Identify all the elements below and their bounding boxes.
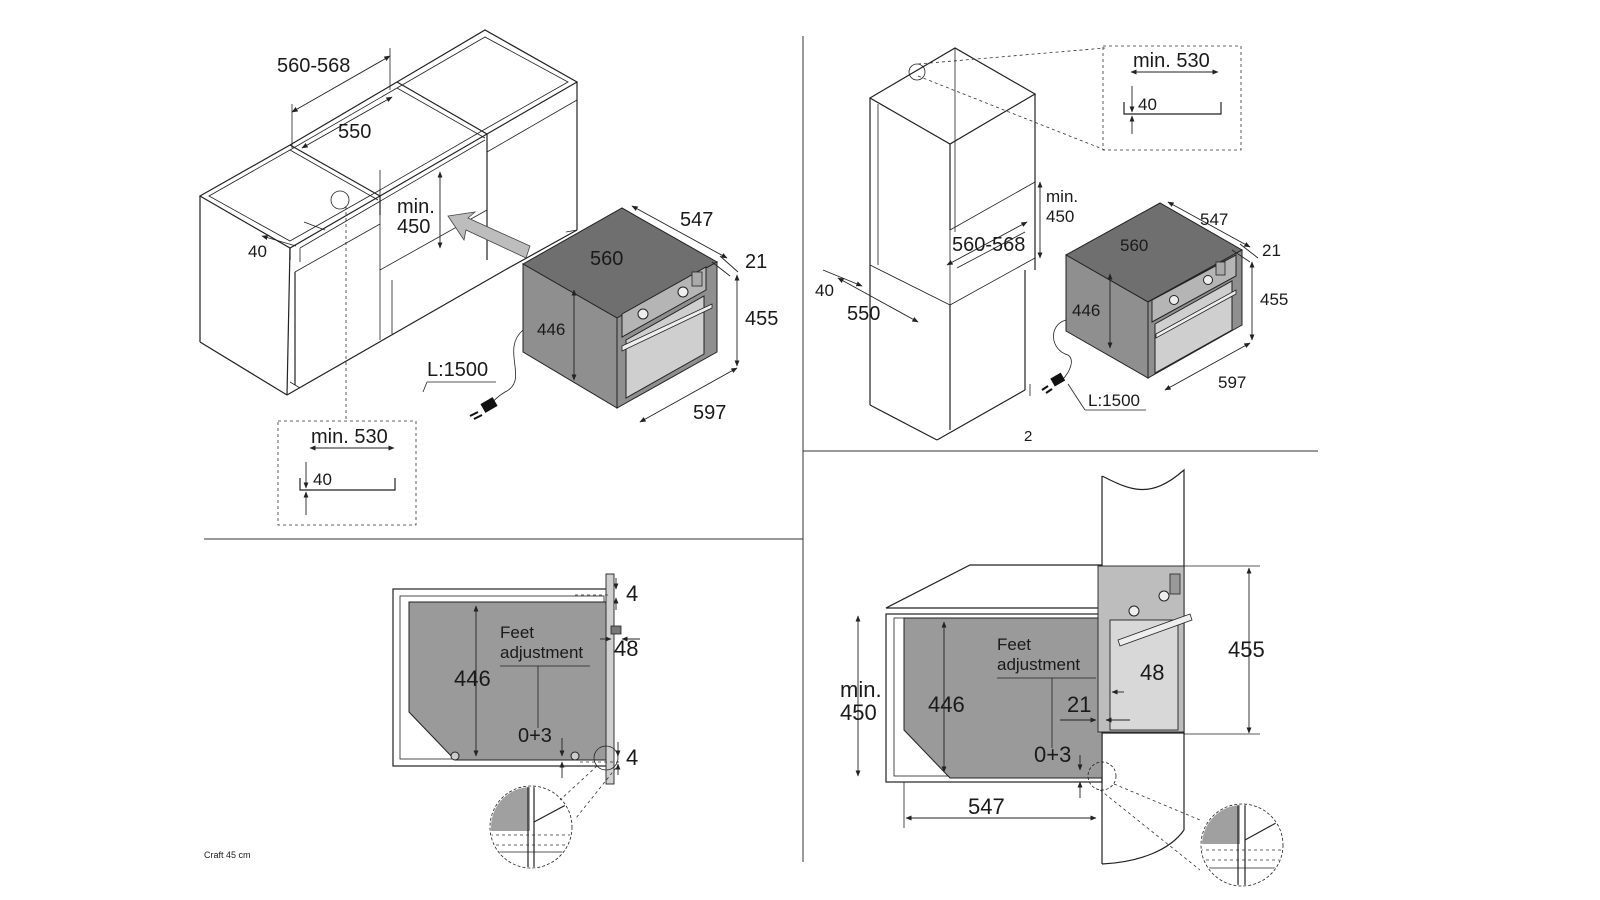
cabinet-dimensions: 560-568 550 min. 450 40 <box>248 48 443 261</box>
dim-col-opening-min: min. <box>1046 187 1078 206</box>
br-feet-label-1: Feet <box>997 635 1031 654</box>
detail-gap-r: 40 <box>1138 95 1157 114</box>
detail-min-width-r: min. 530 <box>1133 50 1210 72</box>
dim-r-front-height: 455 <box>1260 290 1288 309</box>
dim-r-oven-inner-width: 560 <box>1120 236 1148 255</box>
dim-cabinet-width: 560-568 <box>277 55 350 77</box>
detail-min-width: min. 530 <box>311 426 388 448</box>
panel-bottom-right-column-section: min. 450 446 Feet adjustment 0+3 48 21 4… <box>840 468 1284 887</box>
br-dim-gap: 21 <box>1067 692 1091 717</box>
panel-top-left-kitchen-install: 560-568 550 min. 450 40 <box>198 29 778 526</box>
bl-feet-label-2: adjustment <box>500 643 583 662</box>
detail-clearance-box-right: min. 530 40 <box>1102 45 1242 151</box>
dim-r-cable-length: L:1500 <box>1088 391 1140 410</box>
bl-feet-label-1: Feet <box>500 623 534 642</box>
oven-dimensions-left: 547 560 21 446 455 597 L:1500 <box>422 205 778 424</box>
br-dim-trim: 48 <box>1140 660 1164 685</box>
oven-side-silhouette-r <box>903 617 1103 779</box>
dim-oven-inner-width: 560 <box>590 248 623 270</box>
bl-dim-top-gap: 4 <box>626 581 638 606</box>
insert-arrow <box>447 211 531 259</box>
oven-side-silhouette <box>408 601 610 761</box>
br-dim-depth: 547 <box>968 794 1005 819</box>
dim-side-gap: 40 <box>248 242 267 261</box>
dim-r-body-height: 446 <box>1072 301 1100 320</box>
br-dim-opening-min: min. <box>840 677 882 702</box>
dim-col-opening-450: 450 <box>1046 207 1074 226</box>
detail-clearance-box-left: min. 530 40 <box>277 420 417 526</box>
dim-r-front-width: 597 <box>1218 373 1246 392</box>
detail-gap: 40 <box>313 470 332 489</box>
panel-top-right-column-install: min. 530 40 min. 450 560-568 40 550 <box>815 45 1288 445</box>
br-feet-label-2: adjustment <box>997 655 1080 674</box>
zoom-detail-left <box>489 785 573 869</box>
dim-body-height: 446 <box>537 320 565 339</box>
dim-cable-length: L:1500 <box>427 359 488 381</box>
dim-col-inner-width: 550 <box>847 303 880 325</box>
tall-cabinet <box>868 47 1106 441</box>
plug-icon-right <box>1041 372 1066 394</box>
dim-front-width: 597 <box>693 402 726 424</box>
dim-oven-depth: 547 <box>680 209 713 231</box>
dim-inner-width: 550 <box>338 121 371 143</box>
page-number: 2 <box>1024 428 1032 445</box>
dim-col-side-gap: 40 <box>815 281 834 300</box>
panel-bottom-left-side-section: 446 Feet adjustment 0+3 4 48 4 <box>204 573 640 869</box>
dim-col-cabinet-width: 560-568 <box>952 234 1025 256</box>
bl-dim-trim: 48 <box>614 636 638 661</box>
panel-separators <box>204 36 1318 862</box>
base-cabinet-run <box>198 29 579 420</box>
column-dimensions: min. 450 560-568 40 550 <box>815 181 1078 325</box>
br-dim-front-height: 455 <box>1228 637 1265 662</box>
dim-opening-min: min. <box>397 196 435 218</box>
dim-r-trim: 21 <box>1262 241 1281 260</box>
bl-dim-bottom-gap: 4 <box>626 745 638 770</box>
dim-r-oven-depth: 547 <box>1200 210 1228 229</box>
model-caption: Craft 45 cm <box>204 850 251 860</box>
plug-icon <box>469 397 498 420</box>
dim-opening-450: 450 <box>397 216 430 238</box>
dim-front-height: 455 <box>745 308 778 330</box>
bl-feet-range: 0+3 <box>518 725 552 747</box>
br-feet-range: 0+3 <box>1034 742 1071 767</box>
br-dim-body-height: 446 <box>928 692 965 717</box>
br-dim-opening-450: 450 <box>840 700 877 725</box>
oven-dimensions-right: 547 560 21 446 455 597 L:1500 2 <box>1024 201 1288 445</box>
dim-trim: 21 <box>745 251 767 273</box>
zoom-detail-right <box>1200 803 1284 887</box>
bl-dim-body-height: 446 <box>454 666 491 691</box>
